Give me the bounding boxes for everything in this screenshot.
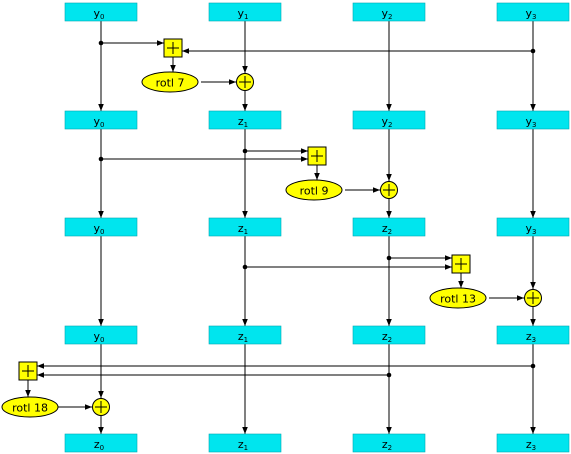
register-box-y0: y0 xyxy=(64,325,138,345)
junction-dot xyxy=(242,264,248,270)
junction-dot xyxy=(242,148,248,154)
circle-plus-icon xyxy=(380,181,398,199)
register-label: y0 xyxy=(94,115,105,130)
register-label: y3 xyxy=(526,115,537,130)
register-label: y1 xyxy=(238,7,249,22)
junction-dot xyxy=(386,255,392,261)
square-plus-icon xyxy=(451,254,471,274)
junction-dot xyxy=(530,363,536,369)
register-box-y0: y0 xyxy=(64,110,138,130)
rotation-ellipse: rotl 9 xyxy=(285,179,343,201)
junction-dot xyxy=(98,40,104,46)
register-label: y2 xyxy=(382,7,393,22)
register-label: z1 xyxy=(238,330,248,345)
rotation-label: rotl 13 xyxy=(440,293,476,306)
junction-dot xyxy=(98,156,104,162)
register-label: y0 xyxy=(94,7,105,22)
rotation-ellipse: rotl 18 xyxy=(1,396,59,418)
register-label: y0 xyxy=(94,330,105,345)
register-label: z1 xyxy=(238,222,248,237)
register-box-y1: y1 xyxy=(208,2,282,22)
wire-layer xyxy=(25,21,536,434)
register-label: z2 xyxy=(382,222,392,237)
register-box-z1: z1 xyxy=(208,433,282,453)
register-label: y3 xyxy=(526,222,537,237)
register-label: z2 xyxy=(382,438,392,453)
register-label: z3 xyxy=(526,330,536,345)
circle-plus-icon xyxy=(524,289,542,307)
rotation-label: rotl 7 xyxy=(156,77,185,90)
register-box-y2: y2 xyxy=(352,110,426,130)
register-box-y0: y0 xyxy=(64,2,138,22)
square-plus-icon xyxy=(163,38,183,58)
junction-dot xyxy=(530,48,536,54)
register-box-y2: y2 xyxy=(352,2,426,22)
register-box-y3: y3 xyxy=(496,110,570,130)
register-label: z1 xyxy=(238,438,248,453)
register-label: z0 xyxy=(94,438,104,453)
register-box-z0: z0 xyxy=(64,433,138,453)
register-box-z3: z3 xyxy=(496,433,570,453)
rotation-label: rotl 9 xyxy=(300,185,329,198)
rotation-ellipse: rotl 7 xyxy=(141,71,199,93)
register-label: z1 xyxy=(238,115,248,130)
register-box-z2: z2 xyxy=(352,433,426,453)
register-box-z3: z3 xyxy=(496,325,570,345)
register-label: y2 xyxy=(382,115,393,130)
rotation-ellipse: rotl 13 xyxy=(429,287,487,309)
register-label: z2 xyxy=(382,330,392,345)
register-box-z1: z1 xyxy=(208,110,282,130)
register-box-z2: z2 xyxy=(352,217,426,237)
square-plus-icon xyxy=(307,146,327,166)
junction-dot xyxy=(386,372,392,378)
register-box-y0: y0 xyxy=(64,217,138,237)
register-box-y3: y3 xyxy=(496,217,570,237)
register-box-z1: z1 xyxy=(208,325,282,345)
register-box-z1: z1 xyxy=(208,217,282,237)
square-plus-icon xyxy=(18,361,38,381)
circle-plus-icon xyxy=(92,398,110,416)
register-label: z3 xyxy=(526,438,536,453)
register-label: y3 xyxy=(526,7,537,22)
register-label: y0 xyxy=(94,222,105,237)
register-box-y3: y3 xyxy=(496,2,570,22)
circle-plus-icon xyxy=(236,73,254,91)
register-box-z2: z2 xyxy=(352,325,426,345)
rotation-label: rotl 18 xyxy=(12,402,48,415)
